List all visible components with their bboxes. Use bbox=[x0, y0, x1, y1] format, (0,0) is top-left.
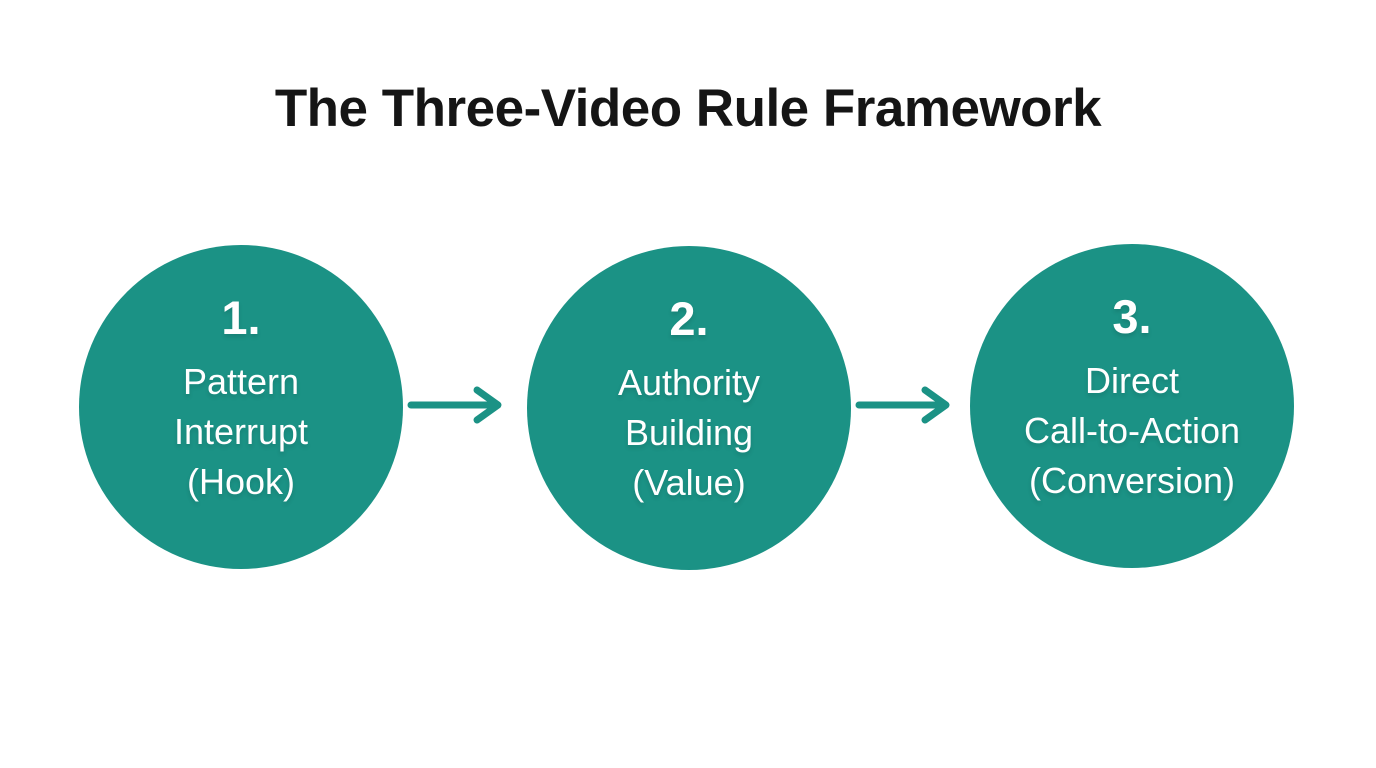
step-circle-pattern-interrupt: 1. Pattern Interrupt (Hook) bbox=[79, 245, 403, 569]
step-number: 2. bbox=[669, 291, 709, 345]
step-number: 1. bbox=[221, 290, 261, 344]
step-label-line: (Hook) bbox=[186, 460, 296, 502]
step-label-line: Authority bbox=[617, 361, 761, 403]
step-label-line: Building bbox=[624, 411, 754, 453]
step-label-line: Call-to-Action bbox=[1023, 409, 1241, 451]
step-label-line: (Conversion) bbox=[1028, 459, 1236, 501]
right-arrow-icon bbox=[407, 386, 502, 424]
right-arrow-path bbox=[407, 386, 502, 424]
step-circle-authority-building: 2. Authority Building (Value) bbox=[527, 246, 851, 570]
right-arrow-icon bbox=[855, 386, 950, 424]
diagram-title: The Three-Video Rule Framework bbox=[274, 79, 1102, 138]
step-label-line: (Value) bbox=[632, 461, 746, 503]
right-arrow-path bbox=[855, 386, 950, 424]
step-number: 3. bbox=[1112, 289, 1152, 343]
step-label-line: Interrupt bbox=[173, 410, 309, 452]
step-label-line: Pattern bbox=[182, 360, 300, 402]
step-label-line: Direct bbox=[1084, 359, 1179, 401]
step-circle-direct-call-to-action: 3. Direct Call-to-Action (Conversion) bbox=[970, 244, 1294, 568]
